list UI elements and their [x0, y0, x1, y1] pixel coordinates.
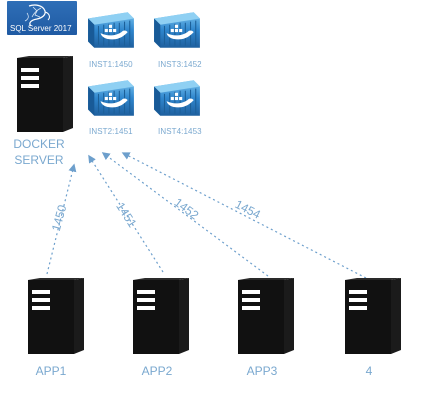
docker-container-icon-inst1 [87, 11, 135, 49]
server-icon-app2 [133, 278, 189, 354]
sql-server-logo-graphic [24, 4, 50, 27]
docker-server-label-line2: SERVER [14, 153, 64, 167]
app-label-app2: APP2 [141, 364, 173, 378]
port-label-app1: 1450 [49, 203, 70, 233]
sql-server-logo-text: SQL Server 2017 [10, 24, 72, 33]
docker-container-icon-inst4 [153, 79, 201, 117]
app-label-app1: APP1 [35, 364, 67, 378]
app-label-app4: 4 [365, 364, 373, 378]
server-icon-app3 [238, 278, 294, 354]
docker-server-label: DOCKER SERVER [2, 136, 76, 168]
arrow-app4-to-docker [121, 152, 367, 279]
docker-container-icon-inst2 [87, 79, 135, 117]
docker-server-icon [17, 56, 73, 132]
port-label-app3: 1452 [172, 195, 202, 222]
app-label-app3: APP3 [246, 364, 278, 378]
instance-label-inst3: INST3:1452 [158, 60, 202, 69]
instance-label-inst4: INST4:1453 [158, 127, 202, 136]
arrow-app3-to-docker [101, 152, 269, 277]
instance-label-inst2: INST2:1451 [89, 127, 133, 136]
sql-server-logo: SQL Server 2017 [7, 1, 77, 35]
server-icon-app1 [28, 278, 84, 354]
port-label-app2: 1451 [113, 200, 139, 230]
port-label-app4: 1454 [233, 197, 263, 222]
docker-server-label-line1: DOCKER [13, 137, 65, 151]
arrow-app1-to-docker [46, 163, 77, 275]
instance-label-inst1: INST1:1450 [89, 60, 133, 69]
docker-container-icon-inst3 [153, 11, 201, 49]
server-icon-app4 [345, 278, 401, 354]
